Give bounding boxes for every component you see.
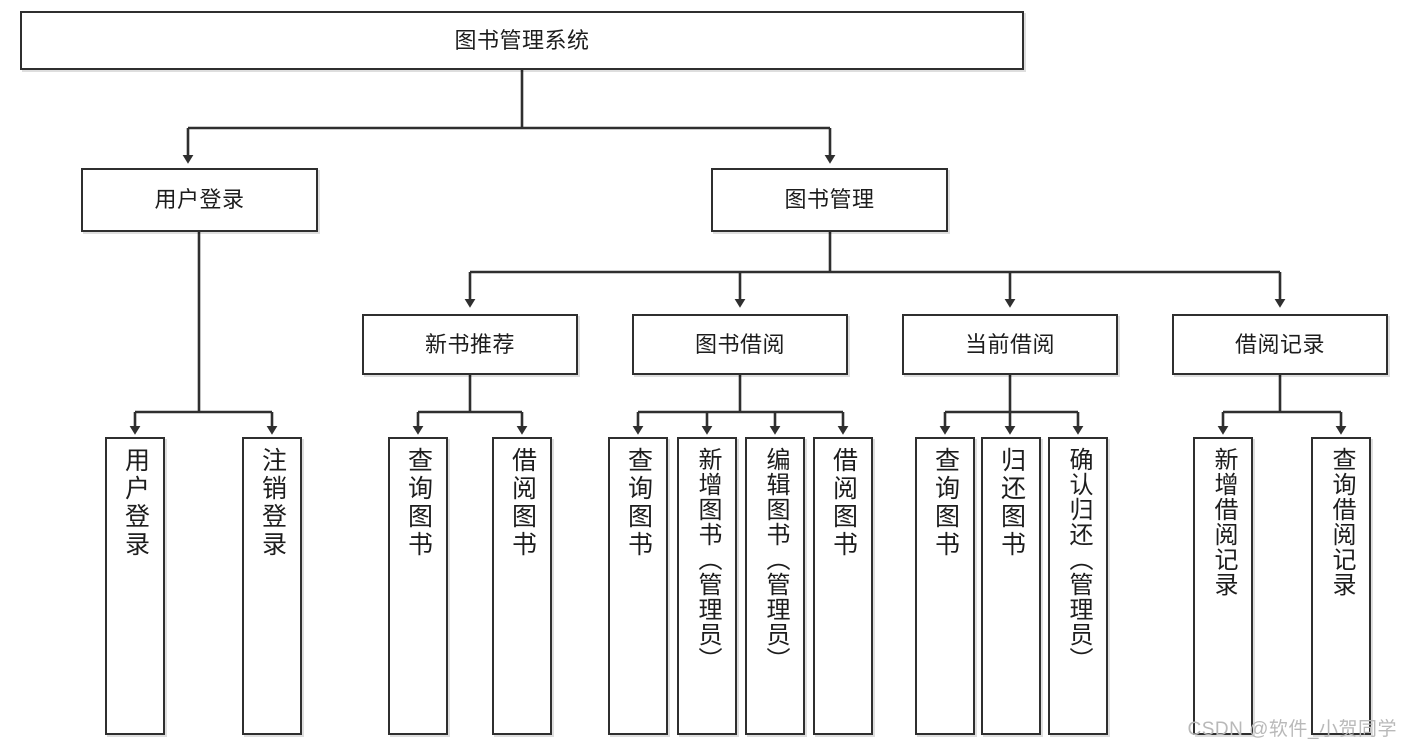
leaf-book-borrow-borrow-label: 借阅图书 — [829, 447, 858, 559]
node-borrow-record[interactable]: 借阅记录 — [1172, 314, 1388, 375]
leaf-book-borrow-edit-label: 编辑图书（管理员） — [762, 447, 789, 672]
watermark: CSDN @软件_小贺同学 — [1187, 719, 1397, 740]
leaf-new-book-borrow[interactable]: 借阅图书 — [492, 437, 552, 735]
leaf-user-login-login-label: 用户登录 — [121, 447, 150, 559]
node-book-borrow-label: 图书借阅 — [694, 331, 785, 357]
node-current-borrow[interactable]: 当前借阅 — [902, 314, 1118, 375]
leaf-new-book-borrow-label: 借阅图书 — [508, 447, 537, 559]
leaf-borrow-record-add-label: 新增借阅记录 — [1210, 447, 1237, 597]
leaf-current-borrow-return-label: 归还图书 — [997, 447, 1026, 559]
leaf-current-borrow-confirm[interactable]: 确认归还（管理员） — [1048, 437, 1108, 735]
leaf-book-borrow-query[interactable]: 查询图书 — [608, 437, 668, 735]
leaf-new-book-query-label: 查询图书 — [404, 447, 433, 559]
node-current-borrow-label: 当前借阅 — [964, 331, 1055, 357]
leaf-book-borrow-add[interactable]: 新增图书（管理员） — [677, 437, 737, 735]
leaf-user-login-login[interactable]: 用户登录 — [105, 437, 165, 735]
node-user-login[interactable]: 用户登录 — [81, 168, 318, 232]
node-root-label: 图书管理系统 — [454, 27, 590, 53]
leaf-new-book-query[interactable]: 查询图书 — [388, 437, 448, 735]
leaf-current-borrow-return[interactable]: 归还图书 — [981, 437, 1041, 735]
node-root[interactable]: 图书管理系统 — [20, 11, 1024, 70]
leaf-book-borrow-query-label: 查询图书 — [624, 447, 653, 559]
node-book-borrow[interactable]: 图书借阅 — [632, 314, 848, 375]
leaf-book-borrow-add-label: 新增图书（管理员） — [694, 447, 721, 672]
node-new-book-recommend-label: 新书推荐 — [424, 331, 515, 357]
node-book-manage[interactable]: 图书管理 — [711, 168, 948, 232]
leaf-borrow-record-query-label: 查询借阅记录 — [1328, 447, 1355, 597]
leaf-book-borrow-borrow[interactable]: 借阅图书 — [813, 437, 873, 735]
node-book-manage-label: 图书管理 — [784, 187, 875, 213]
leaf-current-borrow-confirm-label: 确认归还（管理员） — [1065, 447, 1092, 672]
leaf-user-login-logout[interactable]: 注销登录 — [242, 437, 302, 735]
leaf-borrow-record-query[interactable]: 查询借阅记录 — [1311, 437, 1371, 735]
leaf-current-borrow-query-label: 查询图书 — [931, 447, 960, 559]
leaf-borrow-record-add[interactable]: 新增借阅记录 — [1193, 437, 1253, 735]
leaf-user-login-logout-label: 注销登录 — [258, 447, 287, 559]
node-new-book-recommend[interactable]: 新书推荐 — [362, 314, 578, 375]
node-borrow-record-label: 借阅记录 — [1234, 331, 1325, 357]
node-user-login-label: 用户登录 — [154, 187, 245, 213]
leaf-book-borrow-edit[interactable]: 编辑图书（管理员） — [745, 437, 805, 735]
leaf-current-borrow-query[interactable]: 查询图书 — [915, 437, 975, 735]
